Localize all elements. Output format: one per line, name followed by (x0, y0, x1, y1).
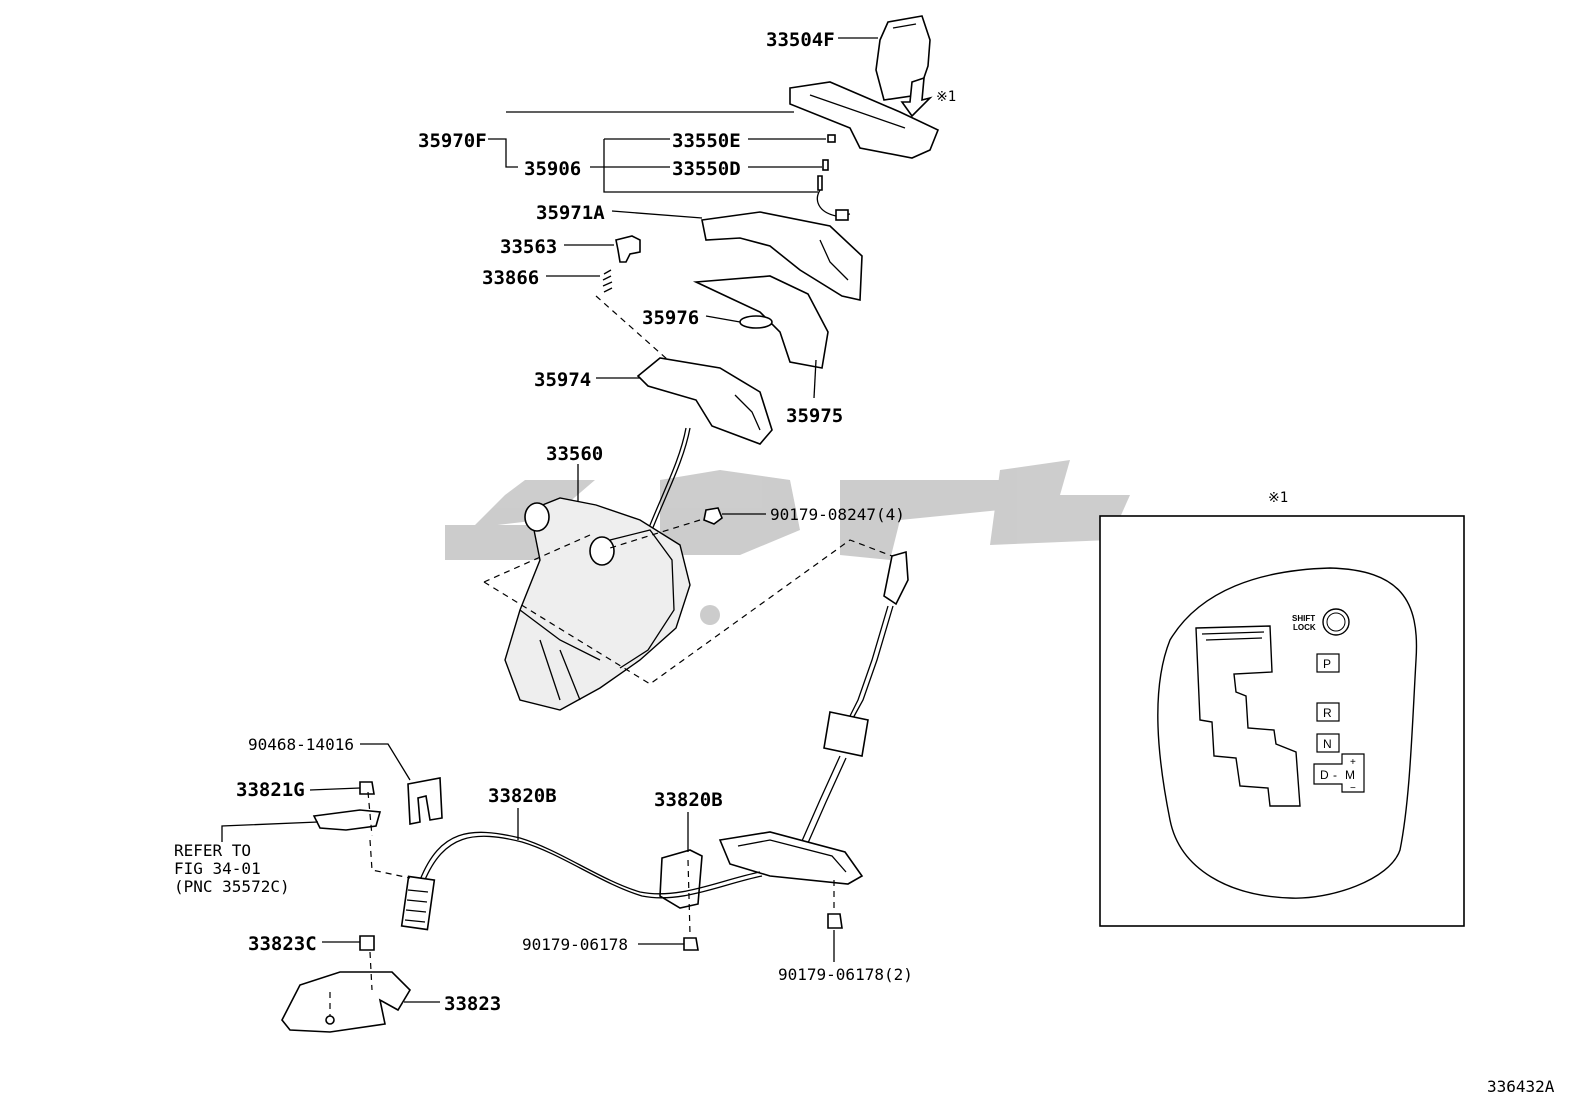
label-35970F: 35970F (418, 130, 487, 152)
gear-n-box (1316, 733, 1340, 753)
cover-35971A (701, 211, 863, 301)
label-35976: 35976 (642, 307, 699, 329)
cable-grommet (718, 831, 864, 885)
label-33866: 33866 (482, 267, 539, 289)
label-33823C: 33823C (248, 933, 317, 955)
shift-cable (777, 550, 909, 873)
bracket-33823 (281, 971, 412, 1033)
gear-p-box (1316, 653, 1340, 673)
refer-note-line2: FIG 34-01 (174, 859, 261, 878)
nut-33821G (359, 781, 375, 795)
label-35971A: 35971A (536, 202, 605, 224)
gear-plus-label: + (1350, 757, 1356, 768)
label-33823: 33823 (444, 993, 501, 1015)
gear-m-label: M (1345, 768, 1355, 782)
bolt-33823C (359, 935, 375, 951)
figure-code: 336432A (1487, 1077, 1555, 1096)
refer-note-line3: (PNC 35572C) (174, 877, 290, 896)
gear-p-label: P (1323, 657, 1331, 671)
label-35975: 35975 (786, 405, 843, 427)
gear-minus-label: − (1350, 783, 1356, 794)
label-90179-06178: 90179-06178 (522, 935, 628, 954)
clip-90468-14016 (407, 777, 443, 825)
label-33821G: 33821G (236, 779, 305, 801)
label-90179-08247: 90179-08247(4) (770, 505, 905, 524)
label-35974: 35974 (534, 369, 591, 391)
bezel-35970F (789, 81, 940, 159)
dashed-guides (329, 295, 893, 1016)
gear-dm-box (1313, 753, 1365, 793)
view-arrow-icon (900, 76, 933, 118)
bracket-33820B (659, 849, 703, 909)
nut-90179-08247 (703, 507, 723, 525)
pin-33550E (827, 134, 836, 143)
label-33560: 33560 (546, 443, 603, 465)
label-33550D: 33550D (672, 158, 741, 180)
leader-lines (221, 37, 878, 1003)
label-90468-14016: 90468-14016 (248, 735, 354, 754)
gear-r-label: R (1323, 706, 1332, 720)
gear-r-box (1316, 702, 1340, 722)
gear-dash-label: - (1333, 768, 1337, 782)
lever-base-33560 (504, 497, 691, 711)
select-cable (400, 831, 763, 931)
bracket-35572C (312, 809, 382, 831)
label-33820B-bracket: 33820B (654, 789, 723, 811)
housing-35974 (636, 357, 773, 445)
label-note-ref: ※1 (936, 89, 956, 105)
sensor-33563 (615, 235, 641, 263)
harness-35906 (816, 175, 851, 221)
label-33820B-cable: 33820B (488, 785, 557, 807)
inset-shift-gate: ※1 SHIFT LOCK P R N D - M + − (1099, 490, 1465, 927)
nut-90179-06178 (683, 937, 699, 951)
console-outline (1157, 567, 1418, 899)
shift-lever-rod (647, 427, 691, 531)
gear-d-label: D (1320, 768, 1329, 782)
slide-plate-35976 (692, 275, 829, 369)
label-33504F: 33504F (766, 29, 835, 51)
gear-n-label: N (1323, 737, 1332, 751)
spring-33866 (602, 269, 613, 293)
label-33550E: 33550E (672, 130, 741, 152)
shift-lock-label-2: LOCK (1293, 623, 1316, 632)
inset-title: ※1 (1268, 490, 1288, 506)
label-33563: 33563 (500, 236, 557, 258)
part-labels: 33504F ※1 35970F 35906 33550E 33550D 359… (174, 29, 1555, 1096)
gate-slot (1195, 625, 1301, 807)
shift-lock-label-1: SHIFT (1292, 614, 1315, 623)
pin-33550D (822, 159, 829, 171)
nut-90179-06178-2 (827, 913, 843, 929)
label-90179-06178-2: 90179-06178(2) (778, 965, 913, 984)
label-35906: 35906 (524, 158, 581, 180)
refer-note-line1: REFER TO (174, 841, 251, 860)
